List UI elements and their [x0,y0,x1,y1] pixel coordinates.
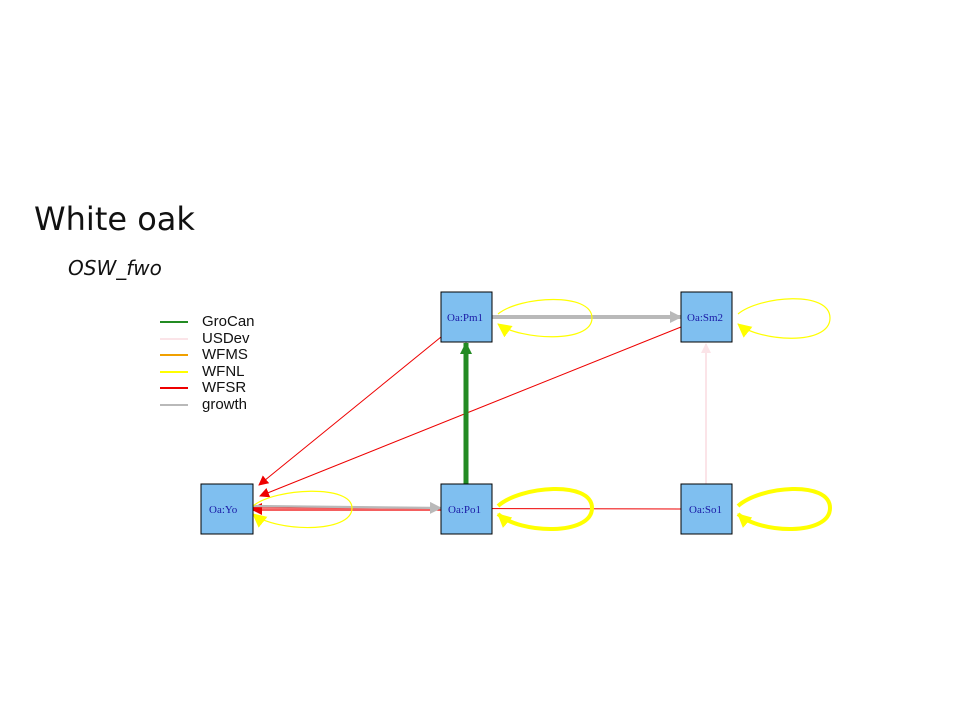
loop-pm1-wfnl [497,298,593,338]
node-label-pm1: Oa:Pm1 [447,312,483,324]
edge-sm2-to-yo-wfsr [259,326,682,498]
legend-swatch-wfms [160,354,188,357]
legend-label-wfsr: WFSR [202,379,247,397]
legend-item-grocan: GroCan [160,314,255,331]
diagram-subtitle: OSW_fwo [68,256,162,280]
diagram-title: White oak [34,200,195,238]
legend-item-wfsr: WFSR [160,380,255,397]
node-so1: Oa:So1 [680,483,733,535]
edge-yo-to-po1-growth [252,501,442,514]
legend-item-wfms: WFMS [160,347,255,364]
node-label-sm2: Oa:Sm2 [687,312,723,324]
edge-pm1-to-yo-wfsr [258,336,442,486]
loop-yo-wfnl [252,490,353,529]
loop-po1-wfnl [496,487,595,531]
legend-label-wfms: WFMS [202,346,248,364]
legend-swatch-grocan [160,321,188,324]
loop-sm2-wfnl [737,298,831,339]
legend-swatch-growth [160,403,188,406]
legend-item-wfnl: WFNL [160,362,255,381]
legend-item-growth: growth [160,395,255,414]
legend-swatch-usdev [160,337,188,340]
node-sm2: Oa:Sm2 [680,291,733,343]
node-yo: Oa:Yo [200,483,254,535]
node-label-so1: Oa:So1 [689,504,722,516]
legend-label-wfnl: WFNL [202,362,245,380]
legend-label-grocan: GroCan [202,313,255,331]
legend: GroCan USDev WFMS WFNL WFSR growth [160,314,255,413]
node-pm1: Oa:Pm1 [440,291,493,343]
legend-swatch-wfsr [160,387,188,390]
legend-label-usdev: USDev [202,329,250,347]
legend-swatch-wfnl [160,370,188,373]
legend-item-usdev: USDev [160,329,255,348]
loop-so1-wfnl [736,487,833,531]
legend-label-growth: growth [202,395,248,413]
node-label-po1: Oa:Po1 [448,504,481,516]
node-label-yo: Oa:Yo [209,504,238,516]
node-po1: Oa:Po1 [440,483,493,535]
